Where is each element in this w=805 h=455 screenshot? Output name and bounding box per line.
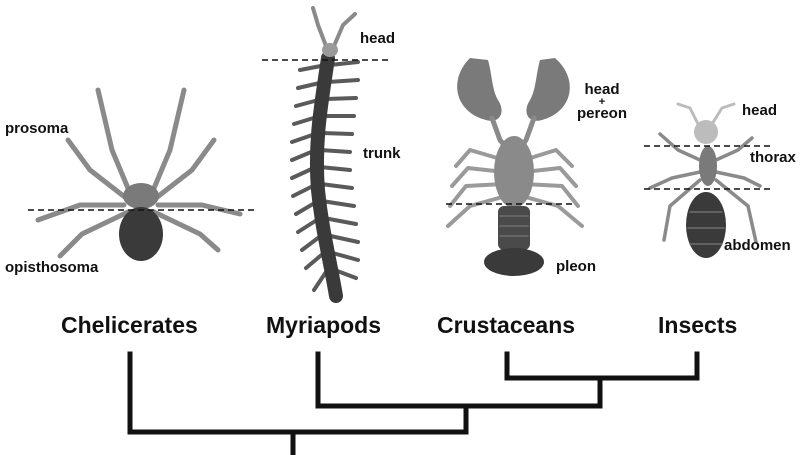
spider-prosoma — [123, 183, 159, 209]
lobster-pleon — [498, 206, 530, 250]
ant-thorax — [699, 146, 717, 186]
branch-crustaceans-insects — [507, 354, 697, 378]
centipede-trunk — [317, 58, 336, 296]
spider-illustration — [38, 90, 240, 261]
taxon-myriapods: Myriapods — [266, 312, 381, 339]
ant-illustration — [650, 104, 760, 258]
label-opisthosoma: opisthosoma — [5, 260, 98, 276]
taxon-insects: Insects — [658, 312, 737, 339]
lobster-illustration — [448, 58, 582, 276]
label-trunk: trunk — [363, 146, 401, 162]
spider-opisthosoma — [119, 207, 163, 261]
label-prosoma: prosoma — [5, 121, 68, 137]
ant-head — [694, 120, 718, 144]
label-myriapod-head: head — [360, 31, 395, 47]
lobster-carapace — [494, 136, 534, 208]
label-abdomen: abdomen — [724, 238, 791, 254]
centipede-head — [322, 43, 338, 57]
label-thorax: thorax — [750, 150, 796, 166]
centipede-illustration — [292, 8, 358, 296]
centipede-antennae — [313, 8, 355, 46]
label-pleon: pleon — [556, 259, 596, 275]
label-head-pereon: head + pereon — [573, 82, 631, 122]
branch-arthropoda — [130, 354, 466, 432]
label-pereon: pereon — [573, 106, 631, 122]
taxon-crustaceans: Crustaceans — [437, 312, 575, 339]
lobster-tail-fan — [484, 248, 544, 276]
phylogenetic-tree — [130, 354, 697, 455]
lobster-right-claw — [526, 58, 569, 121]
ant-abdomen — [686, 192, 726, 258]
label-insect-head: head — [742, 103, 777, 119]
taxon-chelicerates: Chelicerates — [61, 312, 198, 339]
lobster-left-claw — [457, 58, 501, 121]
